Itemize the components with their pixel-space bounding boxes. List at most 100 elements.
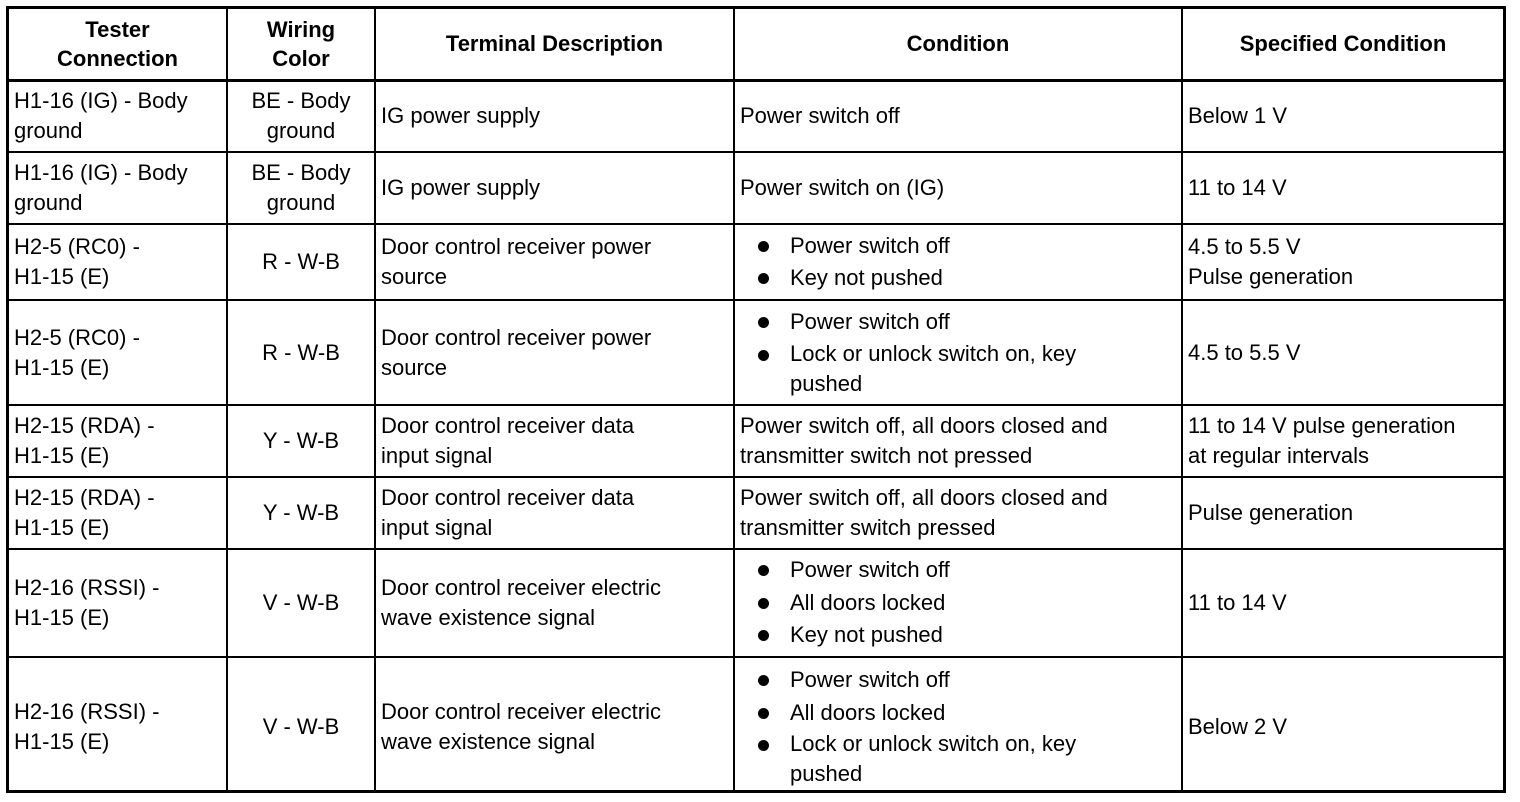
cell-wiring-color: Y - W-B [226,404,376,478]
cell-wiring-color-text: V - W-B [262,713,340,739]
cell-specified-condition-text: 4.5 to 5.5 V Pulse generation [1188,234,1354,289]
condition-bullet-item: Key not pushed [756,619,1176,652]
cell-wiring-color: V - W-B [226,548,376,658]
cell-wiring-color-text: BE - Body ground [251,88,351,144]
condition-bullet-item: Lock or unlock switch on, key pushed [756,339,1176,399]
cell-tester-connection-text: H2-16 (RSSI) - H1-15 (E) [14,698,160,754]
cell-wiring-color: BE - Body ground [226,151,376,225]
cell-specified-condition: Pulse generation [1181,476,1503,550]
condition-bullet-text: Power switch off [790,309,950,335]
condition-bullet-text: Lock or unlock switch on, key pushed [790,340,1077,396]
cell-specified-condition-text: Below 1 V [1188,103,1288,129]
condition-bullet-item: All doors locked [756,697,1176,730]
cell-specified-condition-text: 4.5 to 5.5 V [1188,339,1301,365]
cell-wiring-color: R - W-B [226,299,376,406]
table-row: H2-15 (RDA) - H1-15 (E) Y - W-B Door contr… [9,476,1503,550]
cell-condition-text: Power switch off [740,103,900,129]
table-row: H2-16 (RSSI) - H1-15 (E) V - W-B Door cont… [9,656,1503,790]
cell-specified-condition: 11 to 14 V [1181,548,1503,658]
cell-terminal-description-text: Door control receiver electric wave exis… [381,698,661,754]
cell-wiring-color: Y - W-B [226,476,376,550]
condition-bullet-text: All doors locked [790,589,946,615]
cell-tester-connection: H2-5 (RC0) - H1-15 (E) [9,299,228,406]
cell-tester-connection-text: H2-16 (RSSI) - H1-15 (E) [14,575,160,630]
cell-terminal-description: Door control receiver power source [374,299,735,406]
cell-terminal-description: Door control receiver power source [374,223,735,301]
cell-specified-condition-text: Below 2 V [1188,713,1288,739]
cell-specified-condition: 4.5 to 5.5 V [1181,299,1503,406]
condition-bullet-item: Lock or unlock switch on, key pushed [756,729,1176,789]
cell-condition: Power switch off, all doors closed and t… [733,476,1183,550]
cell-specified-condition: 11 to 14 V pulse generation at regular i… [1181,404,1503,478]
cell-tester-connection: H2-15 (RDA) - H1-15 (E) [9,404,228,478]
cell-wiring-color-text: R - W-B [262,339,340,365]
cell-wiring-color: R - W-B [226,223,376,301]
header-specified-condition: Specified Condition [1181,9,1503,82]
condition-bullet-item: Key not pushed [756,262,1176,295]
cell-terminal-description: Door control receiver electric wave exis… [374,548,735,658]
cell-terminal-description: Door control receiver data input signal [374,476,735,550]
cell-condition: Power switch off, all doors closed and t… [733,404,1183,478]
cell-tester-connection: H1-16 (IG) - Body ground [9,151,228,225]
cell-wiring-color: BE - Body ground [226,79,376,153]
cell-tester-connection-text: H1-16 (IG) - Body ground [14,160,188,215]
cell-specified-condition-text: 11 to 14 V [1188,590,1287,615]
cell-terminal-description: Door control receiver electric wave exis… [374,656,735,790]
terminal-table-frame: Tester Connection Wiring Color Terminal … [6,6,1506,793]
condition-bullet-item: Power switch off [756,664,1176,697]
cell-tester-connection-text: H2-5 (RC0) - H1-15 (E) [14,324,140,380]
header-wiring-color: Wiring Color [226,9,376,82]
cell-terminal-description-text: Door control receiver electric wave exis… [381,575,661,630]
cell-tester-connection-text: H2-5 (RC0) - H1-15 (E) [14,234,140,289]
cell-condition-text: Power switch off, all doors closed and t… [740,485,1108,540]
table-row: H2-5 (RC0) - H1-15 (E) R - W-B Door contro… [9,299,1503,406]
cell-specified-condition: 4.5 to 5.5 V Pulse generation [1181,223,1503,301]
table-row: H1-16 (IG) - Body ground BE - Body ground… [9,151,1503,225]
cell-terminal-description-text: Door control receiver data input signal [381,485,635,540]
cell-specified-condition-text: 11 to 14 V [1188,175,1287,200]
cell-terminal-description: Door control receiver data input signal [374,404,735,478]
terminal-inspection-table: Tester Connection Wiring Color Terminal … [9,9,1503,790]
cell-specified-condition: 11 to 14 V [1181,151,1503,225]
cell-tester-connection: H2-16 (RSSI) - H1-15 (E) [9,656,228,790]
cell-terminal-description: IG power supply [374,151,735,225]
cell-tester-connection: H2-5 (RC0) - H1-15 (E) [9,223,228,301]
condition-bullet-item: Power switch off [756,306,1176,339]
cell-specified-condition-text: Pulse generation [1188,500,1354,525]
header-condition: Condition [733,9,1183,82]
cell-terminal-description-text: Door control receiver power source [381,324,652,380]
condition-bullet-text: All doors locked [790,699,946,725]
table-row: H1-16 (IG) - Body ground BE - Body ground… [9,79,1503,153]
table-body: H1-16 (IG) - Body ground BE - Body ground… [9,79,1503,790]
condition-bullet-item: All doors locked [756,587,1176,620]
condition-bullet-text: Key not pushed [790,622,943,648]
condition-bullet-text: Power switch off [790,667,950,692]
cell-condition: Power switch off [733,79,1183,153]
cell-wiring-color: V - W-B [226,656,376,790]
cell-terminal-description: IG power supply [374,79,735,153]
cell-wiring-color-text: Y - W-B [262,500,340,525]
cell-wiring-color-text: V - W-B [262,590,340,615]
cell-tester-connection-text: H2-15 (RDA) - H1-15 (E) [14,485,155,540]
cell-condition-text: Power switch off, all doors closed and t… [740,413,1108,468]
condition-bullet-item: Power switch off [756,230,1176,263]
condition-bullet-text: Power switch off [790,232,950,258]
cell-tester-connection-text: H2-15 (RDA) - H1-15 (E) [14,413,155,468]
cell-terminal-description-text: IG power supply [381,175,540,200]
cell-terminal-description-text: Door control receiver power source [381,234,652,289]
cell-condition-text: Power switch on (IG) [740,175,945,200]
cell-tester-connection: H2-15 (RDA) - H1-15 (E) [9,476,228,550]
cell-tester-connection: H1-16 (IG) - Body ground [9,79,228,153]
cell-tester-connection-text: H1-16 (IG) - Body ground [14,88,188,144]
cell-wiring-color-text: BE - Body ground [251,160,351,215]
cell-terminal-description-text: IG power supply [381,103,540,129]
cell-specified-condition: Below 2 V [1181,656,1503,790]
